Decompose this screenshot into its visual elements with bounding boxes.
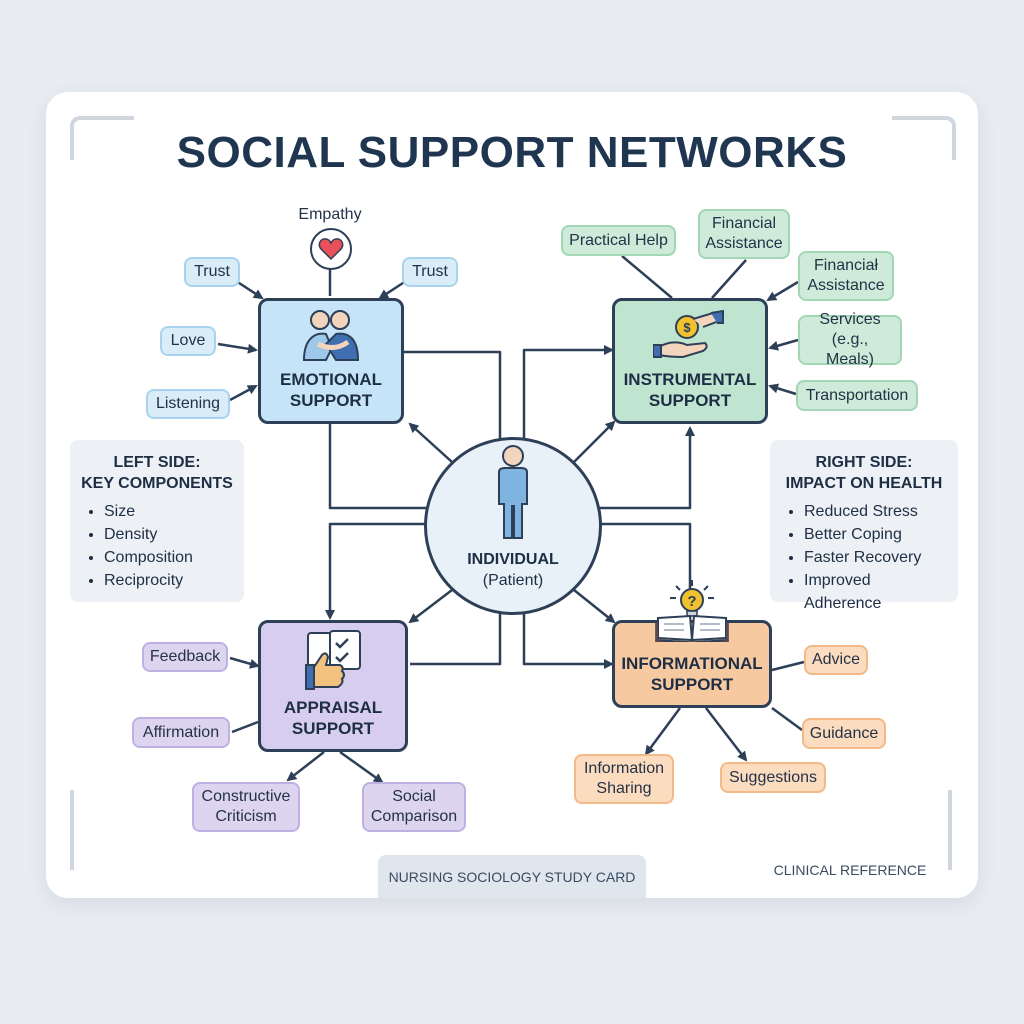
pill-constructive-criticism: Constructive Criticism bbox=[192, 782, 300, 832]
emotional-support-label: EMOTIONAL SUPPORT bbox=[280, 370, 382, 410]
right-panel-heading: RIGHT SIDE: IMPACT ON HEALTH bbox=[785, 454, 943, 492]
pill-services: Services (e.g., Meals) bbox=[798, 311, 902, 368]
arrow-trust-right bbox=[378, 279, 407, 300]
pill-listening: Listening bbox=[146, 389, 230, 419]
corner-bracket-bottom-left bbox=[70, 790, 78, 870]
elbow-to-appraisal-top bbox=[325, 522, 428, 620]
left-side-panel: LEFT SIDE: KEY COMPONENTS Size Density C… bbox=[70, 440, 244, 602]
line-guidance bbox=[771, 706, 803, 732]
pill-information-sharing: Information Sharing bbox=[574, 754, 674, 804]
line-advice bbox=[771, 660, 805, 672]
hug-icon bbox=[296, 301, 366, 369]
arrow-center-to-informational bbox=[573, 589, 616, 624]
list-item: Density bbox=[104, 523, 234, 546]
arrow-transportation bbox=[768, 383, 797, 396]
elbow-emotional-right bbox=[404, 350, 502, 440]
list-item: Reduced Stress bbox=[804, 500, 948, 523]
line-affirmation bbox=[231, 720, 259, 734]
pill-practical-help: Practical Help bbox=[561, 225, 676, 256]
instrumental-support-label: INSTRUMENTAL SUPPORT bbox=[623, 370, 757, 410]
left-panel-heading: LEFT SIDE: KEY COMPONENTS bbox=[81, 454, 233, 492]
footer-clinical-reference: CLINICAL REFERENCE bbox=[773, 862, 927, 878]
individual-sublabel: (Patient) bbox=[482, 572, 544, 589]
appraisal-support-node: APPRAISAL SUPPORT bbox=[258, 620, 408, 752]
footer-study-card-label: NURSING SOCIOLOGY STUDY CARD bbox=[378, 855, 646, 898]
pill-feedback: Feedback bbox=[142, 642, 228, 672]
coin-hand-icon: $ bbox=[653, 301, 727, 369]
thumbs-up-checklist-icon bbox=[300, 623, 366, 697]
emotional-support-node: EMOTIONAL SUPPORT bbox=[258, 298, 404, 424]
list-item: Improved Adherence bbox=[804, 569, 948, 615]
arrow-center-to-appraisal bbox=[408, 589, 453, 624]
right-side-panel: RIGHT SIDE: IMPACT ON HEALTH Reduced Str… bbox=[770, 440, 958, 612]
pill-advice: Advice bbox=[804, 645, 868, 675]
pill-financial-assistance-2: Financiał Assistance bbox=[798, 251, 894, 301]
list-item: Better Coping bbox=[804, 523, 948, 546]
heart-icon bbox=[310, 228, 352, 270]
svg-text:$: $ bbox=[683, 320, 691, 335]
line-financial-1 bbox=[711, 259, 747, 299]
arrow-center-to-emotional bbox=[408, 422, 453, 463]
svg-text:?: ? bbox=[687, 593, 696, 610]
arrow-feedback bbox=[229, 656, 260, 669]
pill-transportation: Transportation bbox=[796, 380, 918, 411]
pill-guidance: Guidance bbox=[802, 718, 886, 749]
pill-love: Love bbox=[160, 326, 216, 356]
individual-label: INDIVIDUAL bbox=[467, 551, 559, 568]
corner-bracket-bottom-right bbox=[948, 790, 956, 870]
instrumental-support-node: $ INSTRUMENTAL SUPPORT bbox=[612, 298, 768, 424]
appraisal-support-label: APPRAISAL SUPPORT bbox=[283, 698, 383, 738]
book-lightbulb-icon: ? bbox=[654, 578, 730, 643]
pill-trust-left: Trust bbox=[184, 257, 240, 287]
elbow-emotional-bottom bbox=[328, 424, 428, 510]
elbow-appraisal-right bbox=[410, 612, 502, 666]
arrow-suggestions bbox=[705, 707, 748, 762]
arrow-trust-left bbox=[235, 279, 264, 300]
arrow-constructive bbox=[286, 751, 325, 782]
arrow-listening bbox=[229, 384, 258, 402]
elbow-to-instrumental-left bbox=[522, 345, 614, 440]
arrow-center-to-instrumental bbox=[573, 420, 616, 463]
arrow-love bbox=[217, 342, 258, 354]
page-title: SOCIAL SUPPORT NETWORKS bbox=[176, 128, 848, 177]
right-panel-list: Reduced Stress Better Coping Faster Reco… bbox=[780, 500, 948, 615]
list-item: Faster Recovery bbox=[804, 546, 948, 569]
informational-support-label: INFORMATIONAL SUPPORT bbox=[621, 654, 763, 694]
elbow-to-informational-left bbox=[522, 612, 614, 669]
arrow-financial-2 bbox=[766, 280, 799, 302]
arrow-services bbox=[768, 338, 799, 351]
list-item: Reciprocity bbox=[104, 569, 234, 592]
list-item: Size bbox=[104, 500, 234, 523]
elbow-to-instrumental-bottom bbox=[598, 426, 695, 510]
elbow-informational-top bbox=[598, 522, 692, 620]
arrow-info-sharing bbox=[644, 707, 682, 756]
empathy-label: Empathy bbox=[298, 206, 362, 223]
pill-trust-right: Trust bbox=[402, 257, 458, 287]
pill-financial-assistance-1: Financial Assistance bbox=[698, 209, 790, 259]
pill-suggestions: Suggestions bbox=[720, 762, 826, 793]
corner-bracket-top-right bbox=[892, 116, 956, 160]
individual-node: INDIVIDUAL (Patient) bbox=[424, 437, 602, 615]
arrow-social bbox=[339, 750, 384, 784]
left-panel-list: Size Density Composition Reciprocity bbox=[80, 500, 234, 592]
line-practical-help bbox=[621, 255, 673, 299]
pill-social-comparison: Social Comparison bbox=[362, 782, 466, 832]
corner-bracket-top-left bbox=[70, 116, 134, 160]
list-item: Composition bbox=[104, 546, 234, 569]
pill-affirmation: Affirmation bbox=[132, 717, 230, 748]
person-icon bbox=[493, 444, 533, 545]
